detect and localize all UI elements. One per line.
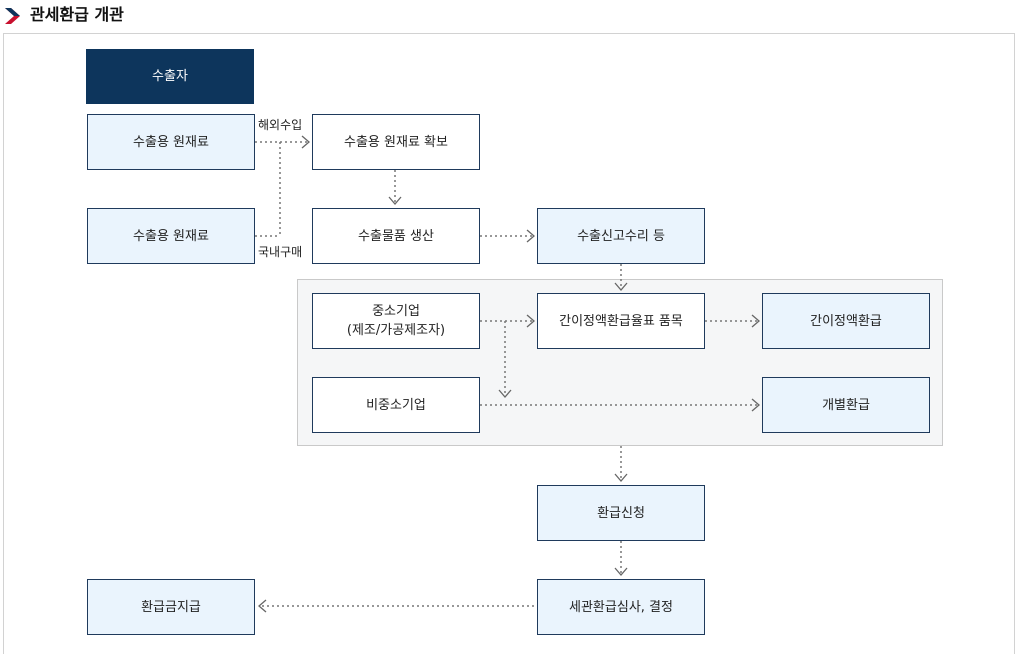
label-overseas-import: 해외수입 (258, 118, 303, 132)
node-export-declaration: 수출신고수리 등 (537, 208, 705, 264)
chevron-right-icon (5, 8, 20, 24)
node-secure-materials: 수출용 원재료 확보 (312, 114, 480, 170)
node-sme-line1: 중소기업 (372, 304, 420, 319)
node-individual-refund: 개별환급 (762, 377, 930, 433)
node-sme-line2: (제조/가공제조자) (346, 323, 446, 338)
node-non-sme: 비중소기업 (312, 377, 480, 433)
node-simplified-refund: 간이정액환급 (762, 293, 930, 349)
label-domestic-purchase: 국내구매 (258, 245, 303, 259)
node-simplified-items: 간이정액환급율표 품목 (537, 293, 705, 349)
node-raw-material-1: 수출용 원재료 (87, 114, 255, 170)
node-refund-application: 환급신청 (537, 485, 705, 541)
node-customs-review: 세관환급심사, 결정 (537, 579, 705, 635)
node-refund-payment: 환급금지급 (87, 579, 255, 635)
node-exporter: 수출자 (86, 49, 254, 104)
node-sme: 중소기업 (제조/가공제조자) (312, 293, 480, 349)
node-raw-material-2: 수출용 원재료 (87, 208, 255, 264)
node-produce-goods: 수출물품 생산 (312, 208, 480, 264)
diagram-frame (3, 33, 1015, 654)
page-title: 관세환급 개관 (30, 5, 124, 24)
